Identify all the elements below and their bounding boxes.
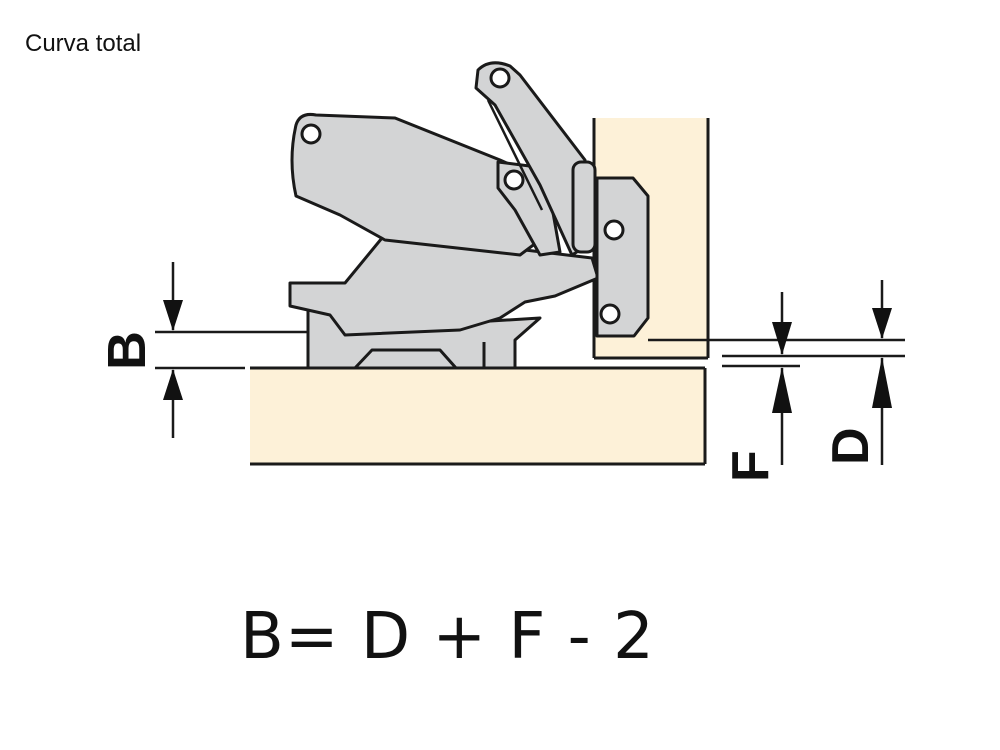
- formula-text: B= D + F - 2: [240, 600, 655, 674]
- dim-d-upper-arrowhead: [872, 308, 892, 339]
- dim-b-upper-arrowhead: [163, 300, 183, 331]
- upper-arm-pivot-icon: [300, 123, 322, 145]
- hinge-post: [571, 160, 597, 254]
- dim-f-lower-arrowhead: [772, 367, 792, 413]
- top-lever-inner-line: [486, 99, 544, 211]
- hinge-upper-arm: [290, 113, 547, 257]
- hinge-cup-slot: [353, 348, 458, 370]
- dim-d-lower-arrowhead: [872, 357, 892, 408]
- dim-b-lower-arrowhead: [163, 369, 183, 400]
- dim-b-label: B: [97, 331, 157, 370]
- hinge-mounting-plate: [595, 176, 650, 338]
- plate-screw-bottom-icon: [599, 303, 621, 325]
- dim-d-label: D: [822, 427, 880, 465]
- top-lever-pivot-icon: [489, 67, 511, 89]
- dim-f-upper-arrowhead: [772, 322, 792, 355]
- link-arm-pivot-icon: [503, 169, 525, 191]
- door-panel: [250, 368, 705, 464]
- hinge-top-lever: [474, 61, 587, 257]
- dim-f-label: F: [722, 450, 780, 482]
- diagram-title: Curva total: [25, 30, 142, 57]
- plate-screw-top-icon: [603, 219, 625, 241]
